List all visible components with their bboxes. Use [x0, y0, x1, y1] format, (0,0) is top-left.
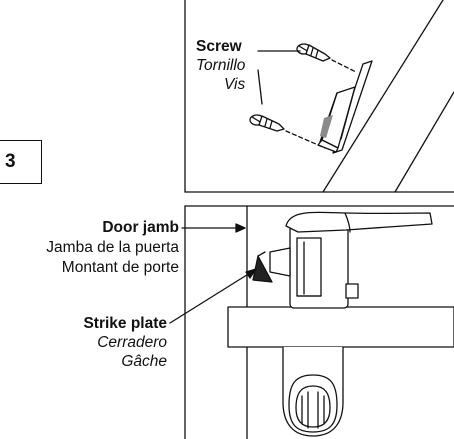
door-handle [269, 211, 433, 437]
strike-plate-perspective [317, 60, 373, 154]
strike-plate-side [252, 251, 273, 283]
screw-upper-icon [296, 43, 357, 73]
door-jamb-label-es: Jamba de la puerta [46, 239, 179, 256]
screw-label-en: Screw [196, 38, 242, 55]
step-number-box: 3 [0, 140, 42, 184]
door-slab [227, 306, 454, 348]
screw-label-fr: Vis [224, 76, 246, 93]
strike-plate-label-en: Strike plate [83, 315, 167, 332]
strike-plate-leader [169, 268, 257, 324]
door-jamb-label-fr: Montant de porte [61, 259, 179, 276]
strike-plate-label-es: Cerradero [97, 334, 167, 351]
strike-plate-label-fr: Gâche [121, 353, 167, 370]
step-number: 3 [5, 151, 16, 172]
screw-label-es: Tornillo [196, 57, 246, 74]
screw-lower-icon [249, 114, 326, 149]
top-panel [184, 0, 454, 193]
door-jamb-label-en: Door jamb [102, 219, 179, 236]
screw-leader-line-2 [257, 69, 263, 105]
door-jamb-leader [181, 223, 246, 233]
